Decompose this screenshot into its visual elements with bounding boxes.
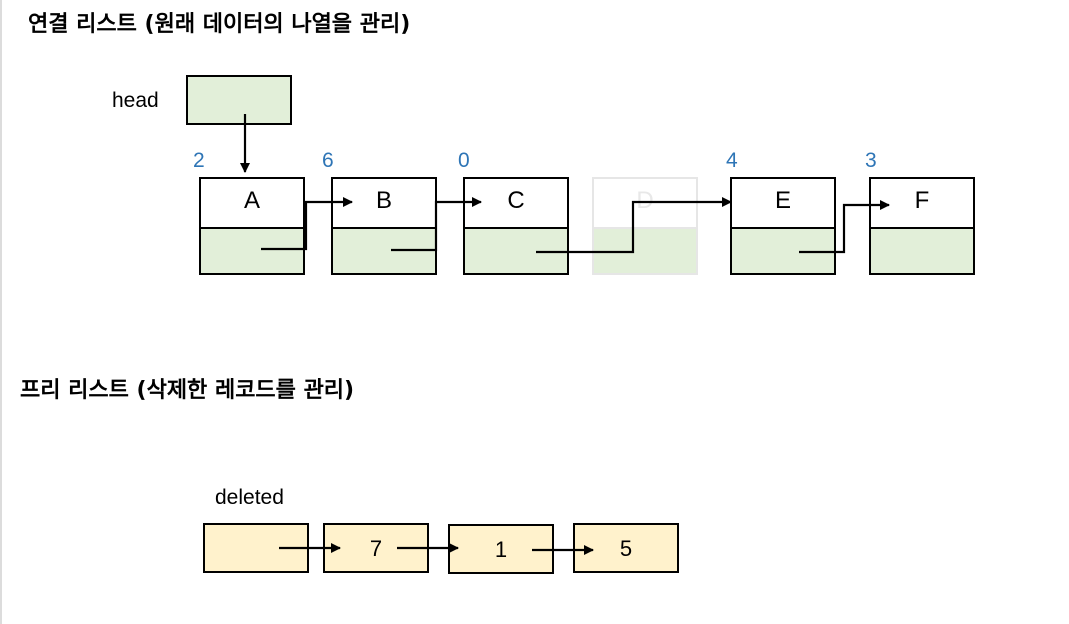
free-record-2-value: 1 xyxy=(494,537,508,562)
node-d-data-cell: D xyxy=(594,179,696,229)
deleted-label: deleted xyxy=(215,486,284,509)
free-record-1: 7 xyxy=(323,523,429,573)
node-c-data-cell: C xyxy=(465,179,567,229)
node-f: F xyxy=(869,177,975,275)
node-b-label: B xyxy=(375,187,392,214)
left-border xyxy=(0,0,2,624)
node-e: E xyxy=(730,177,836,275)
free-list-title: 프리 리스트 (삭제한 레코드를 관리) xyxy=(20,378,355,403)
node-b-index: 6 xyxy=(322,149,334,172)
free-record-3-value: 5 xyxy=(619,536,633,561)
free-record-3: 5 xyxy=(573,523,679,573)
node-a: A xyxy=(199,177,305,275)
node-c: C xyxy=(463,177,569,275)
node-c-label: C xyxy=(507,187,525,214)
deleted-pointer-box xyxy=(203,523,309,573)
node-e-index: 4 xyxy=(726,149,738,172)
node-b-data-cell: B xyxy=(333,179,435,229)
node-a-index: 2 xyxy=(193,149,205,172)
node-c-index: 0 xyxy=(458,149,470,172)
node-d-deleted: D xyxy=(592,177,698,275)
free-record-1-value: 7 xyxy=(369,536,383,561)
node-a-label: A xyxy=(243,187,260,214)
node-f-data-cell: F xyxy=(871,179,973,229)
head-pointer-box xyxy=(186,75,292,125)
linked-list-title: 연결 리스트 (원래 데이터의 나열을 관리) xyxy=(28,12,411,37)
node-f-index: 3 xyxy=(865,149,877,172)
node-a-data-cell: A xyxy=(201,179,303,229)
node-b: B xyxy=(331,177,437,275)
node-e-label: E xyxy=(774,187,791,214)
node-f-label: F xyxy=(914,187,930,214)
free-record-2: 1 xyxy=(448,524,554,574)
node-d-label: D xyxy=(636,187,654,214)
node-e-data-cell: E xyxy=(732,179,834,229)
head-label: head xyxy=(112,89,159,112)
